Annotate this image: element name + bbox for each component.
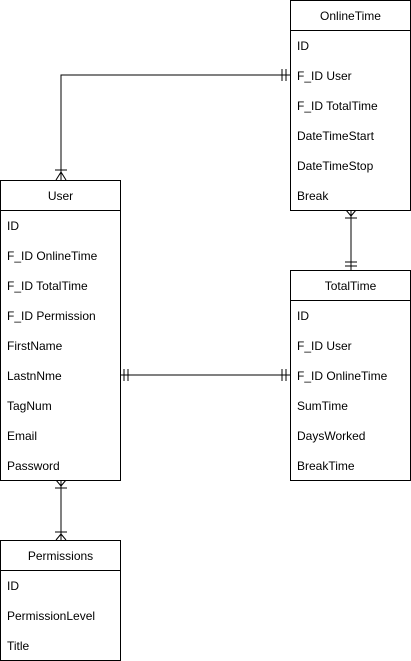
- entity-title: OnlineTime: [291, 1, 410, 31]
- field-row[interactable]: Email: [7, 429, 38, 443]
- field-row[interactable]: TagNum: [7, 399, 52, 413]
- field-row[interactable]: DateTimeStart: [297, 129, 374, 143]
- field-row[interactable]: F_ID TotalTime: [297, 99, 378, 113]
- field-row[interactable]: PermissionLevel: [7, 609, 96, 623]
- rel-onlinetime-user: [55, 69, 290, 181]
- field-row[interactable]: F_ID OnlineTime: [297, 369, 388, 383]
- field-row[interactable]: F_ID OnlineTime: [7, 249, 98, 263]
- field-row[interactable]: F_ID Permission: [7, 309, 96, 323]
- entity-totaltime[interactable]: TotalTime ID F_ID User F_ID OnlineTime S…: [290, 270, 411, 481]
- field-row[interactable]: Title: [7, 639, 30, 653]
- field-row[interactable]: ID: [7, 579, 19, 593]
- field-row[interactable]: FirstName: [7, 339, 63, 353]
- field-row[interactable]: F_ID User: [297, 69, 352, 83]
- field-row[interactable]: ID: [297, 39, 309, 53]
- field-row[interactable]: DaysWorked: [297, 429, 366, 443]
- field-row[interactable]: F_ID TotalTime: [7, 279, 88, 293]
- entity-title: TotalTime: [291, 271, 410, 301]
- field-row[interactable]: ID: [297, 309, 309, 323]
- rel-user-totaltime: [121, 369, 290, 381]
- field-row[interactable]: DateTimeStop: [297, 159, 374, 173]
- field-row[interactable]: Break: [297, 189, 329, 203]
- entity-permissions[interactable]: Permissions ID PermissionLevel Title: [0, 540, 121, 661]
- entity-onlinetime[interactable]: OnlineTime ID F_ID User F_ID TotalTime D…: [290, 0, 411, 211]
- entity-title: User: [1, 181, 120, 211]
- rel-user-permissions: [55, 479, 67, 541]
- field-row[interactable]: F_ID User: [297, 339, 352, 353]
- field-row[interactable]: ID: [7, 219, 19, 233]
- field-row[interactable]: Password: [7, 459, 60, 473]
- rel-onlinetime-totaltime: [345, 209, 357, 270]
- field-row[interactable]: BreakTime: [297, 459, 355, 473]
- field-row[interactable]: LastnNme: [7, 369, 62, 383]
- field-row[interactable]: SumTime: [297, 399, 348, 413]
- entity-user[interactable]: User ID F_ID OnlineTime F_ID TotalTime F…: [0, 180, 121, 481]
- entity-title: Permissions: [1, 541, 120, 571]
